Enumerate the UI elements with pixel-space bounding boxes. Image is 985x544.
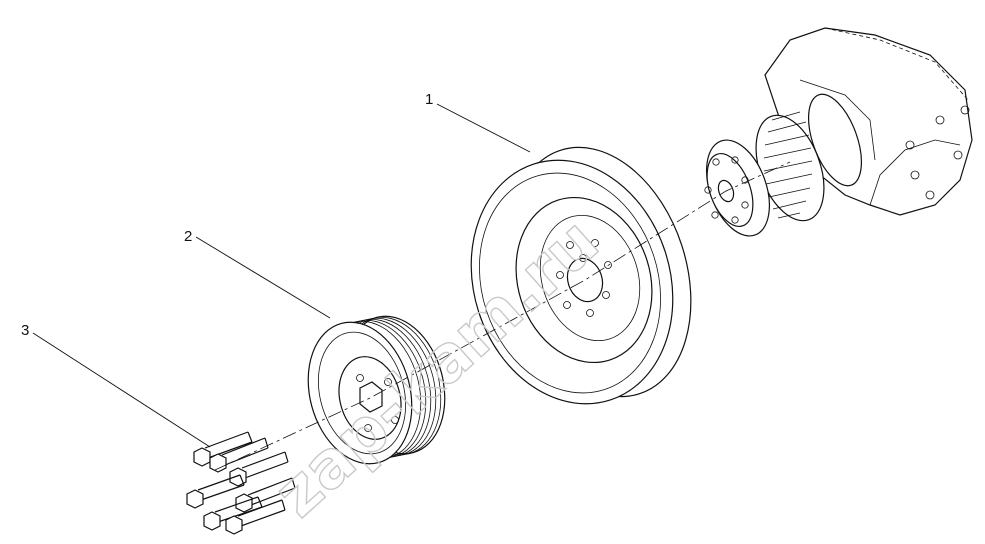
bolt xyxy=(235,477,296,513)
bolt xyxy=(209,437,269,473)
callout-label-2: 2 xyxy=(184,228,192,245)
bolt xyxy=(203,496,263,531)
callout-label-1: 1 xyxy=(425,91,433,108)
bolts xyxy=(186,431,296,535)
callout-1: 1 xyxy=(425,91,531,153)
pulley xyxy=(307,315,446,465)
gear-teeth xyxy=(763,111,813,219)
damper-disc xyxy=(470,146,692,405)
bolt xyxy=(225,499,286,535)
callout-3: 3 xyxy=(21,322,211,448)
callout-2: 2 xyxy=(184,228,331,319)
callout-label-3: 3 xyxy=(21,322,29,339)
crankshaft xyxy=(704,27,973,237)
bolt xyxy=(186,474,245,509)
center-axis xyxy=(214,161,791,471)
